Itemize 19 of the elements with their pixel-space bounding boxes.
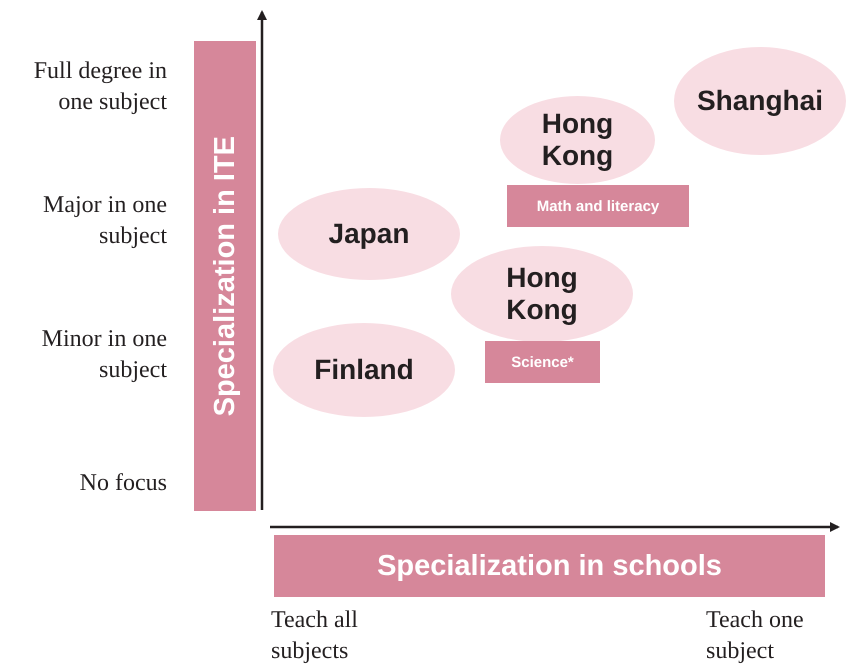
subject-tag — [507, 185, 689, 227]
country-name: Japan — [328, 218, 410, 250]
country-name: Hong Kong — [540, 108, 614, 172]
axis-level-label: Minor in one subject — [41, 325, 167, 386]
axis-level-label: Major in one subject — [42, 191, 167, 252]
axis-title-bar — [274, 535, 825, 597]
axis-title: Specialization in ITE — [208, 136, 242, 416]
subject-tag — [485, 341, 600, 383]
tag-label: Science* — [511, 354, 574, 370]
axis-end-label: Teach all subjects — [271, 606, 359, 666]
axis-level-label: Full degree in one subject — [32, 57, 167, 118]
axis-level-label: No focus — [78, 469, 167, 498]
country-name: Hong Kong — [505, 262, 579, 326]
tag-label: Math and literacy — [536, 198, 660, 214]
axis-title: Specialization in schools — [377, 550, 722, 582]
axis-title-bar — [194, 41, 256, 511]
country-name: Shanghai — [696, 84, 823, 118]
country-name: Finland — [314, 354, 414, 386]
axis-end-label: Teach one subject — [706, 606, 805, 666]
